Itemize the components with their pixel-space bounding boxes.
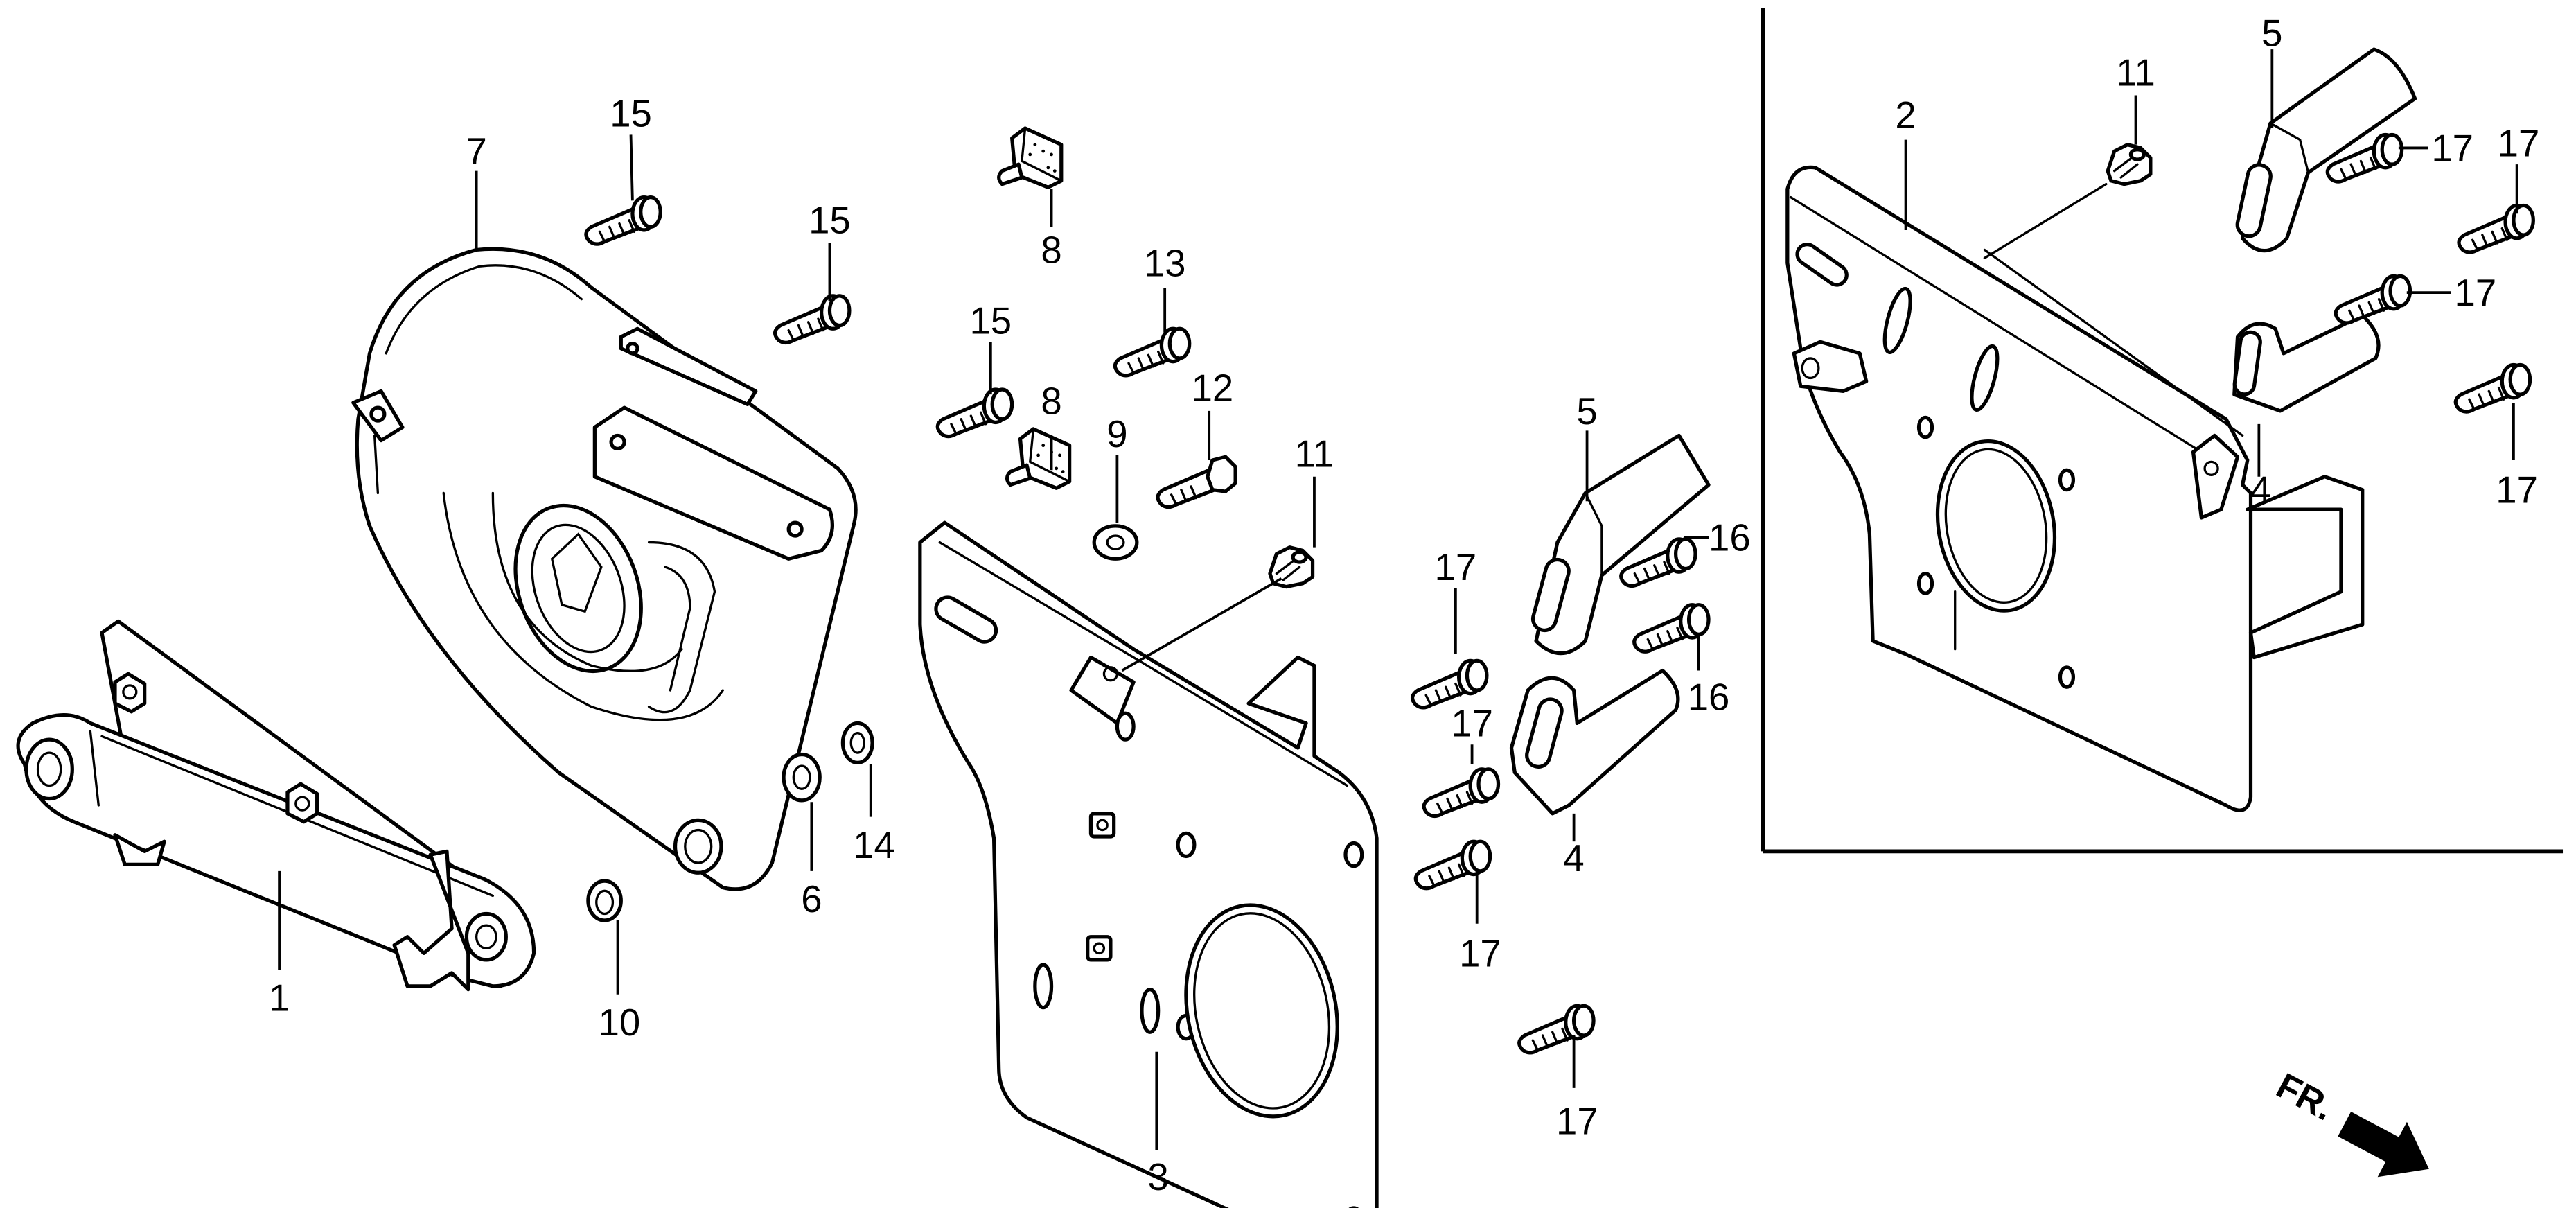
flange-bolt-17h — [2455, 365, 2530, 412]
flange-bolt-17a — [1413, 660, 1487, 708]
callout-16: 16 — [1709, 516, 1751, 559]
washer-part-14 — [840, 721, 874, 764]
flange-bolt-17c — [1415, 841, 1490, 889]
callout-17: 17 — [1556, 1100, 1598, 1142]
belt-cover-part-7 — [351, 247, 858, 891]
callout-2: 2 — [1895, 94, 1916, 137]
callout-5: 5 — [1576, 390, 1597, 432]
callout-8: 8 — [1041, 380, 1061, 423]
clip-nut-8b — [1007, 429, 1070, 488]
cable-clamp-11b — [2108, 145, 2151, 184]
collar-part-6 — [782, 752, 822, 803]
callout-5: 5 — [2261, 12, 2282, 54]
callout-17: 17 — [2496, 469, 2538, 511]
callout-6: 6 — [801, 878, 822, 920]
flange-bolt-15b — [775, 296, 849, 343]
callout-13: 13 — [1144, 242, 1186, 284]
clip-nut-8a — [999, 128, 1061, 187]
callout-11: 11 — [1295, 432, 1334, 475]
callout-9: 9 — [1106, 413, 1127, 455]
hex-bolt-12 — [1158, 457, 1235, 507]
flange-bolt-17b — [1424, 769, 1498, 816]
clamp-leader-line — [1983, 182, 2108, 259]
mounting-plate-part-3 — [918, 520, 1379, 1208]
flange-bolt-15a — [586, 198, 660, 245]
callout-17: 17 — [2431, 127, 2473, 169]
callout-15: 15 — [969, 299, 1012, 342]
stay-part-4 — [1509, 668, 1680, 816]
callout-17: 17 — [2455, 272, 2497, 314]
washer-part-9 — [1092, 524, 1139, 561]
flange-bolt-17g — [2336, 276, 2410, 323]
flange-bolt-17d — [1519, 1006, 1594, 1053]
front-direction-marker: FR. — [2270, 1066, 2429, 1178]
callout-14: 14 — [853, 824, 895, 866]
stay-part-5-inset — [2235, 47, 2417, 253]
callout-10: 10 — [599, 1001, 641, 1044]
leader-lines — [278, 49, 2518, 1150]
front-direction-arrow-icon — [2338, 1111, 2429, 1178]
callout-16: 16 — [1688, 676, 1730, 718]
front-label: FR. — [2270, 1066, 2340, 1129]
callout-4: 4 — [2250, 469, 2271, 511]
stay-part-5 — [1530, 433, 1711, 656]
callout-17: 17 — [1451, 702, 1493, 744]
stay-part-4-inset — [2232, 313, 2381, 413]
callout-7: 7 — [466, 130, 486, 173]
callout-15: 15 — [610, 93, 652, 135]
callout-17: 17 — [1435, 546, 1477, 588]
callout-1: 1 — [269, 977, 290, 1019]
callout-4: 4 — [1563, 837, 1584, 879]
callout-labels: 15 15 15 7 8 8 13 12 9 11 6 14 10 1 3 5 … — [269, 12, 2539, 1198]
callout-3: 3 — [1148, 1156, 1169, 1198]
flange-bolt-13 — [1115, 329, 1189, 376]
callout-12: 12 — [1192, 367, 1234, 410]
callout-8: 8 — [1041, 229, 1061, 271]
callout-17: 17 — [1459, 932, 1501, 974]
callout-15: 15 — [809, 200, 851, 242]
callout-17: 17 — [2498, 122, 2540, 164]
arm-assembly-part-1 — [16, 619, 536, 992]
inset-frame — [1761, 8, 2564, 854]
flange-bolt-17f — [2459, 205, 2533, 252]
mounting-plate-part-2 — [1785, 165, 2365, 812]
flange-bolt-15c — [937, 389, 1012, 437]
bushing-part-10 — [586, 879, 623, 922]
callout-11: 11 — [2116, 51, 2155, 94]
